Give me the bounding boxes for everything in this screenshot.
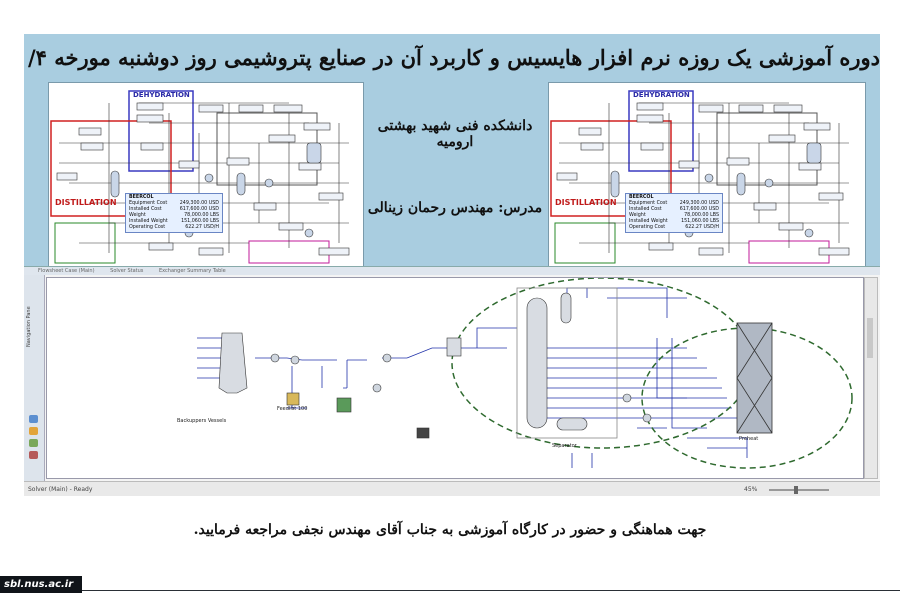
process-flow-diagram-right: DEHYDRATION DISTILLATION BEERCOL Equipme… <box>548 82 866 267</box>
simulation-icon[interactable] <box>29 427 38 435</box>
hysys-simulator-window: Flowsheet Case (Main) Solver Status Exch… <box>24 266 880 496</box>
registration-notice: جهت هماهنگی و حضور در کارگاه آموزشی به ج… <box>193 522 707 538</box>
separator-label: Separator <box>552 443 577 449</box>
cost-box-title: BEERCOL <box>629 195 654 200</box>
zoom-level-text: 45% <box>744 486 758 493</box>
scroll-thumb[interactable] <box>867 318 873 358</box>
announcement-poster: دوره آموزشی یک روزه نرم افزار هایسیس و ک… <box>24 34 880 496</box>
properties-icon[interactable] <box>29 415 38 423</box>
flowsheet-drawing <box>197 278 853 469</box>
distillation-label: DISTILLATION <box>55 198 117 207</box>
tab-flowsheet-main[interactable]: Flowsheet Case (Main) <box>38 268 95 274</box>
safety-icon[interactable] <box>29 439 38 447</box>
backup-vessels-label: Backuppers Vessels <box>177 418 227 424</box>
zoom-slider-handle[interactable] <box>794 486 798 494</box>
solver-status-text: Solver (Main) - Ready <box>28 486 93 493</box>
course-title: دوره آموزشی یک روزه نرم افزار هایسیس و ک… <box>24 45 880 70</box>
process-flow-diagram-left: DEHYDRATION DISTILLATION BEERCOL Equipme… <box>48 82 364 267</box>
pfd-drawing-left <box>50 90 350 264</box>
cost-box-title: BEERCOL <box>129 195 154 200</box>
navigation-pane[interactable]: Navigation Pane <box>24 275 45 481</box>
vertical-scrollbar[interactable] <box>864 277 878 479</box>
distillation-label: DISTILLATION <box>555 198 617 207</box>
poster-center-text: دانشکده فنی شهید بهشتی ارومیه مدرس: مهند… <box>362 82 548 265</box>
dehydration-label: DEHYDRATION <box>133 91 190 99</box>
site-logo[interactable]: sbl.nus.ac.ir <box>0 576 82 593</box>
status-bar: Solver (Main) - Ready 45% <box>24 481 880 496</box>
flowsheet-canvas[interactable]: Backuppers Vessels Feedlist 100 Preheat … <box>46 277 864 479</box>
zoom-slider-track[interactable] <box>769 489 829 491</box>
energy-icon[interactable] <box>29 451 38 459</box>
preheat-label: Preheat <box>739 436 759 442</box>
dehydration-label: DEHYDRATION <box>633 91 690 99</box>
pfd-drawing-right <box>550 90 850 264</box>
footer-divider <box>82 590 900 591</box>
tab-solver-status[interactable]: Solver Status <box>110 268 144 274</box>
flowsheet-tab-bar: Flowsheet Case (Main) Solver Status Exch… <box>24 267 880 275</box>
navigation-pane-label: Navigation Pane <box>26 306 32 347</box>
tab-exchanger-summary[interactable]: Exchanger Summary Table <box>159 268 226 274</box>
instructor-name: مدرس: مهندس رحمان زینالی <box>367 200 543 216</box>
university-name: دانشکده فنی شهید بهشتی ارومیه <box>377 118 533 150</box>
feed-heater-label: Feedlist 100 <box>277 406 308 412</box>
